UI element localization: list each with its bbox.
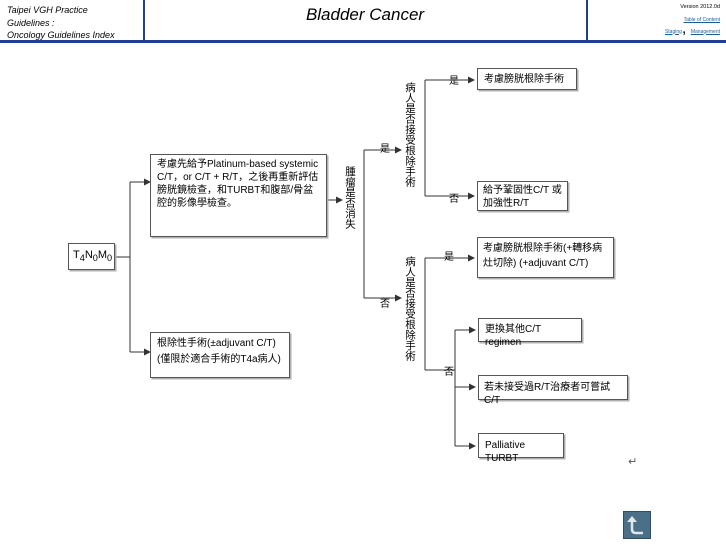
no-label-upper-consolidation: 否 [449, 194, 459, 205]
tumor-disappear-question: 腫瘤是否消失 [344, 166, 356, 229]
result-cystectomy-metastasis-line1: 考慮膀胱根除手術(+轉移病 [483, 243, 603, 254]
header-guideline-subtitle: Guidelines : [7, 17, 55, 28]
oncology-guidelines-index-link[interactable]: Oncology Guidelines Index [7, 30, 115, 40]
result-rt-trial-box: 若未接受過R/T治療者可嘗試C/T [478, 375, 628, 406]
no-label-lower-tumor: 否 [380, 299, 390, 310]
version-label: Version 2012.0d [680, 4, 720, 10]
radical-surgery-line1: 根除性手術(±adjuvant C/T) [157, 338, 276, 349]
return-mark: ↵ [628, 456, 638, 468]
page-title: Bladder Cancer [305, 5, 425, 24]
result-cystectomy-text: 考慮膀胱根除手術 [484, 74, 564, 85]
yes-label-lower-cystectomy: 是 [444, 252, 454, 263]
header-guideline-name: Taipei VGH Practice [7, 5, 88, 15]
lower-radical-surgery-question: 病人是否接受根除手術 [404, 256, 416, 361]
result-cystectomy-metastasis-line2: 灶切除) (+adjuvant C/T) [483, 258, 589, 269]
no-label-lower-alternatives: 否 [444, 367, 454, 378]
header-right: Version 2012.0d Table of Content Staging… [588, 0, 726, 40]
table-of-content-link[interactable]: Table of Content [683, 17, 720, 23]
result-change-ct-text: 更換其他C/T regimen [485, 324, 541, 348]
result-palliative-turbt-text: Palliative TURBT [485, 440, 526, 464]
header-center: Bladder Cancer [145, 0, 585, 40]
radical-surgery-box: 根除性手術(±adjuvant C/T) (僅限於適合手術的T4a病人) [150, 332, 290, 378]
start-box-t4n0m0: T4N0M0 [68, 243, 115, 270]
header-left: Taipei VGH Practice Guidelines : Oncolog… [0, 0, 143, 40]
result-rt-trial-text: 若未接受過R/T治療者可嘗試C/T [484, 382, 611, 406]
result-consolidation-text: 給予鞏固性C/T 或加強性R/T [483, 185, 562, 209]
start-box-label: T4N0M0 [73, 249, 113, 264]
header-divider-left [143, 0, 145, 42]
yes-label-upper-tumor: 是 [380, 144, 390, 155]
result-change-ct-box: 更換其他C/T regimen [478, 318, 582, 348]
staging-link[interactable]: Staging [664, 28, 682, 35]
radical-surgery-line2: (僅限於適合手術的T4a病人) [157, 354, 281, 365]
return-button[interactable] [623, 511, 651, 539]
result-consolidation-box: 給予鞏固性C/T 或加強性R/T [477, 181, 568, 211]
result-palliative-turbt-box: Palliative TURBT [478, 433, 564, 464]
neoadjuvant-chemo-box: 考慮先給予Platinum-based systemic C/T，or C/T … [150, 154, 327, 237]
result-cystectomy-box: 考慮膀胱根除手術 [477, 68, 577, 90]
yes-label-upper-cystectomy: 是 [449, 76, 459, 87]
result-cystectomy-metastasis-box: 考慮膀胱根除手術(+轉移病 灶切除) (+adjuvant C/T) [477, 237, 614, 278]
upper-radical-surgery-question: 病人是否接受根除手術 [404, 82, 416, 187]
header-bottom-rule [0, 40, 726, 43]
return-arrow-icon [627, 516, 643, 535]
neoadjuvant-chemo-text: 考慮先給予Platinum-based systemic C/T，or C/T … [157, 159, 319, 209]
management-link[interactable]: Management [690, 28, 720, 35]
header-divider-right [586, 0, 588, 42]
